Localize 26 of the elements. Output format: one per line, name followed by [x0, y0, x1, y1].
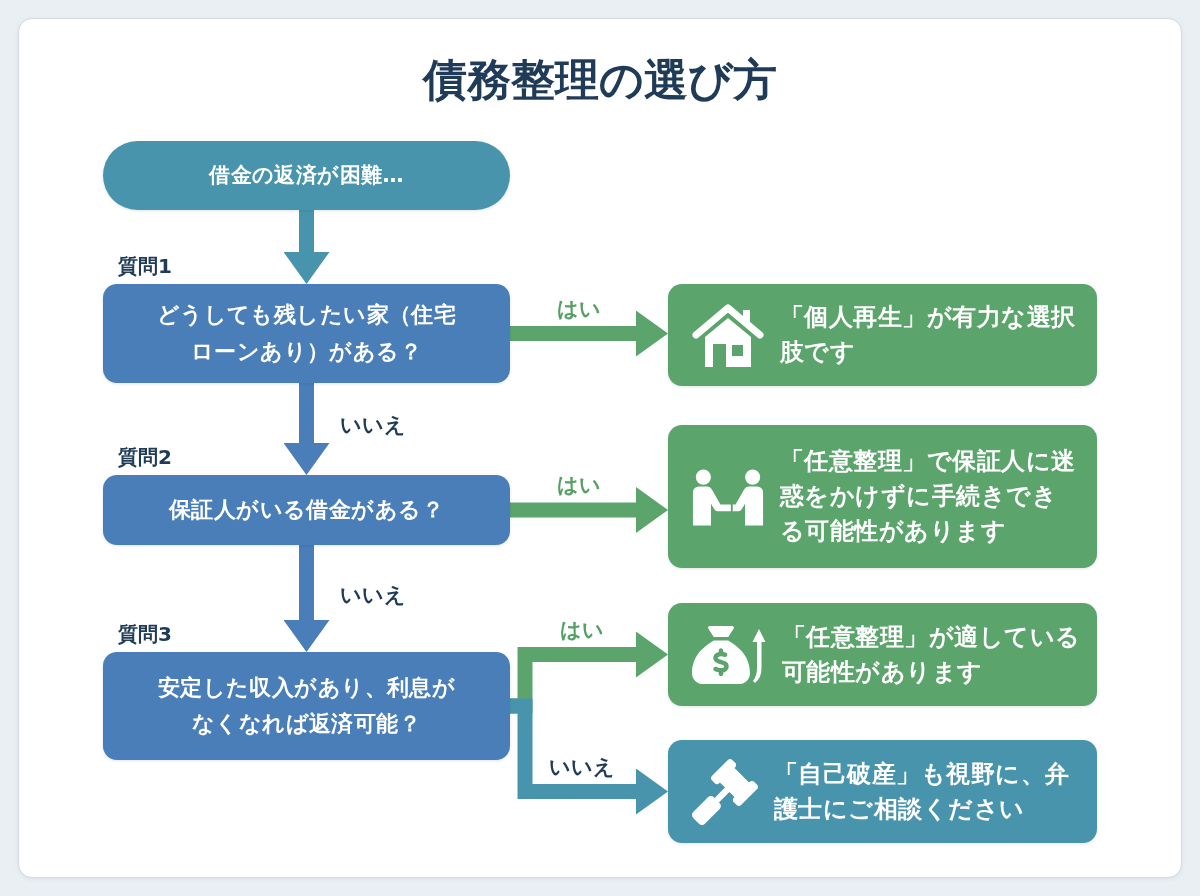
question-text: 安定した収入があり、利息がなくなれば返済可能？ [156, 673, 457, 738]
question-box [103, 475, 510, 545]
question-text: 保証人がいる借金がある？ [168, 495, 445, 524]
question-box [103, 652, 510, 760]
result-box [668, 740, 1097, 843]
step-heading: 質問1 [118, 253, 172, 279]
start-text: 借金の返済が困難… [209, 162, 404, 190]
arrow [510, 487, 668, 533]
arrow [283, 383, 330, 475]
result-text: 「任意整理」が適している可能性があります [782, 621, 1081, 688]
result-text: 「任意整理」で保証人に迷惑をかけずに手続きできる可能性があります [780, 446, 1077, 547]
arrow [283, 210, 330, 284]
step-heading: 質問2 [118, 444, 172, 470]
result-box [668, 425, 1097, 568]
start-pill [103, 141, 510, 210]
question-text: どうしても残したい家（住宅ローンあり）がある？ [156, 301, 457, 366]
question-box [103, 284, 510, 383]
arrow [283, 545, 330, 652]
arrow [510, 310, 668, 357]
title: 債務整理の選び方 [423, 53, 777, 107]
result-box [668, 603, 1097, 706]
arrow [510, 698, 668, 815]
result-text: 「個人再生」が有力な選択肢です [780, 302, 1077, 368]
result-text: 「自己破産」も視野に、弁護士にご相談ください [774, 758, 1071, 825]
result-box [668, 284, 1097, 386]
step-heading: 質問3 [118, 621, 172, 647]
